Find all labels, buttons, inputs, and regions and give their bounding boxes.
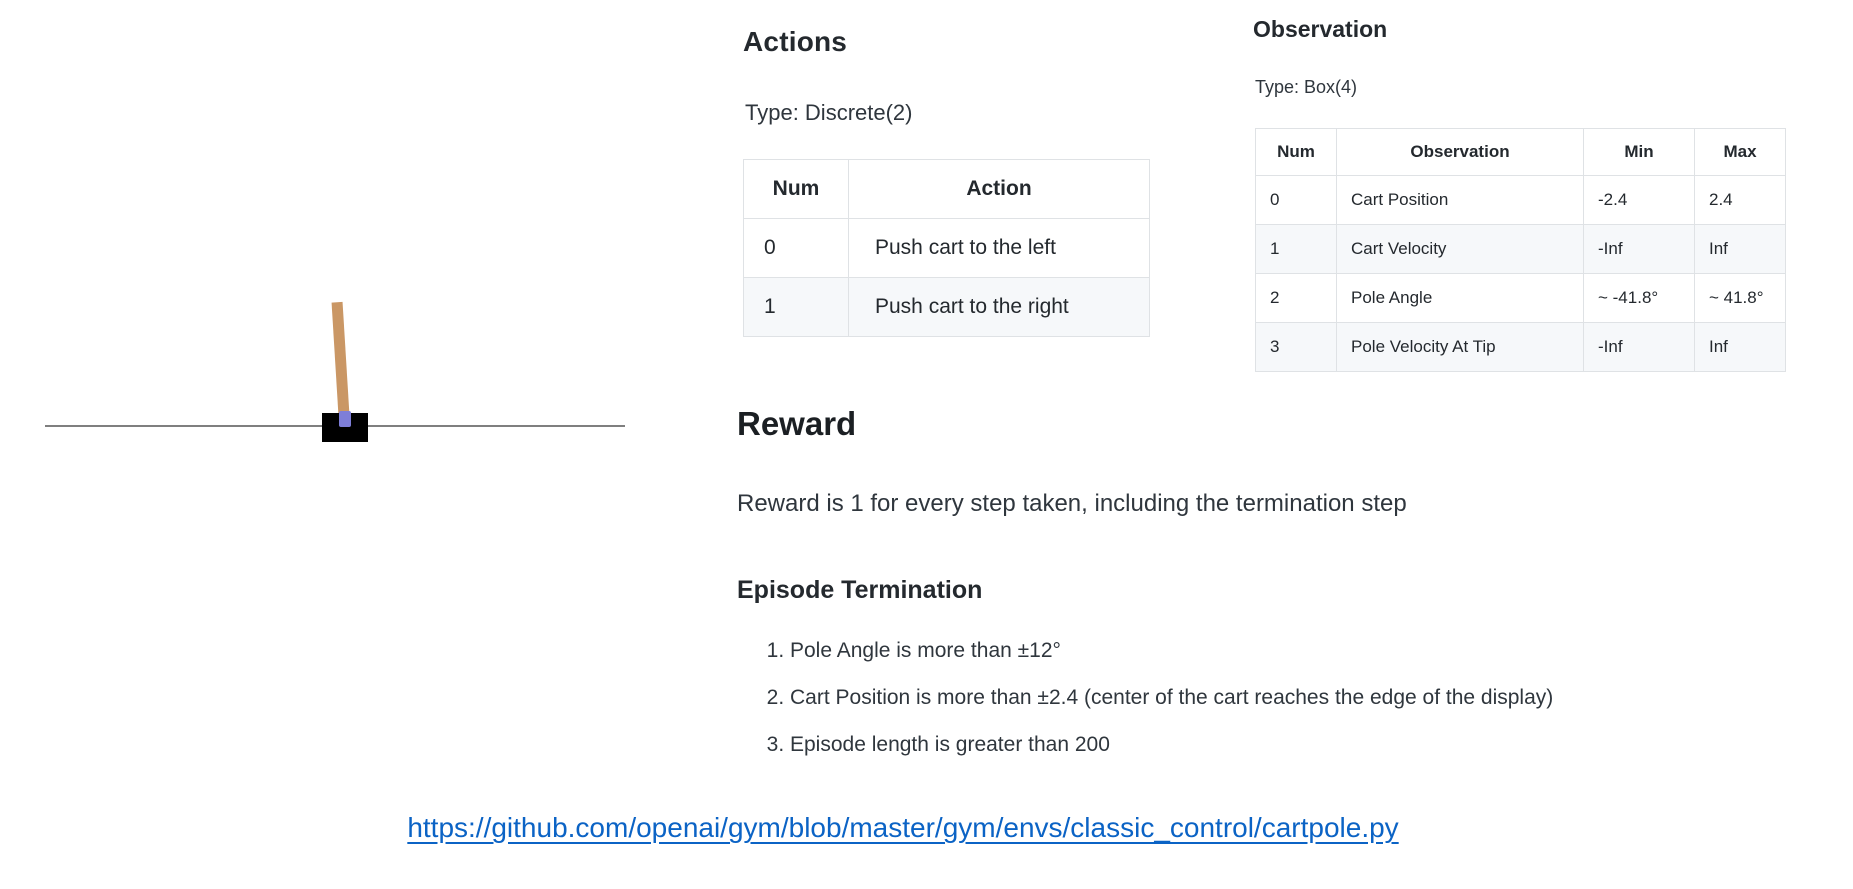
observation-cell-num: 2 xyxy=(1255,273,1337,323)
observation-cell-num: 1 xyxy=(1255,224,1337,274)
actions-header-action: Action xyxy=(848,159,1150,219)
reward-text: Reward is 1 for every step taken, includ… xyxy=(737,490,1407,517)
observation-cell-name: Cart Position xyxy=(1336,175,1584,225)
observation-cell-max: Inf xyxy=(1694,224,1786,274)
observation-type-label: Type: Box(4) xyxy=(1255,77,1358,97)
observation-cell-name: Pole Velocity At Tip xyxy=(1336,322,1584,372)
observation-cell-max: Inf xyxy=(1694,322,1786,372)
actions-table-row: 0 Push cart to the left xyxy=(743,218,1150,278)
observation-header-observation: Observation xyxy=(1336,128,1584,176)
episode-termination-list: Pole Angle is more than ±12° Cart Positi… xyxy=(748,636,1553,777)
github-source-link[interactable]: https://github.com/openai/gym/blob/maste… xyxy=(407,812,1399,843)
actions-cell-action: Push cart to the left xyxy=(848,218,1150,278)
observation-cell-min: -2.4 xyxy=(1583,175,1695,225)
observation-cell-max: 2.4 xyxy=(1694,175,1786,225)
observation-cell-min: -Inf xyxy=(1583,322,1695,372)
cartpole-pole xyxy=(331,301,350,425)
observation-table-row: 2 Pole Angle ~ -41.8° ~ 41.8° xyxy=(1255,273,1786,323)
observation-table: Num Observation Min Max 0 Cart Position … xyxy=(1255,128,1786,372)
observation-heading: Observation xyxy=(1253,16,1388,42)
observation-table-header-row: Num Observation Min Max xyxy=(1255,128,1786,176)
actions-cell-num: 1 xyxy=(743,277,849,337)
actions-table-header-row: Num Action xyxy=(743,159,1150,219)
source-link-container: https://github.com/openai/gym/blob/maste… xyxy=(0,812,1806,844)
observation-table-row: 1 Cart Velocity -Inf Inf xyxy=(1255,224,1786,274)
reward-heading: Reward xyxy=(737,405,857,442)
actions-type-label: Type: Discrete(2) xyxy=(745,100,913,125)
termination-item: Episode length is greater than 200 xyxy=(790,730,1553,760)
observation-cell-min: ~ -41.8° xyxy=(1583,273,1695,323)
observation-table-row: 0 Cart Position -2.4 2.4 xyxy=(1255,175,1786,225)
observation-header-num: Num xyxy=(1255,128,1337,176)
observation-cell-num: 0 xyxy=(1255,175,1337,225)
observation-header-max: Max xyxy=(1694,128,1786,176)
observation-cell-max: ~ 41.8° xyxy=(1694,273,1786,323)
actions-header-num: Num xyxy=(743,159,849,219)
observation-cell-name: Cart Velocity xyxy=(1336,224,1584,274)
observation-cell-num: 3 xyxy=(1255,322,1337,372)
observation-header-min: Min xyxy=(1583,128,1695,176)
observation-table-row: 3 Pole Velocity At Tip -Inf Inf xyxy=(1255,322,1786,372)
cartpole-axle xyxy=(339,411,351,427)
actions-table-row: 1 Push cart to the right xyxy=(743,277,1150,337)
actions-cell-action: Push cart to the right xyxy=(848,277,1150,337)
termination-item: Pole Angle is more than ±12° xyxy=(790,636,1553,666)
episode-termination-heading: Episode Termination xyxy=(737,576,983,604)
actions-cell-num: 0 xyxy=(743,218,849,278)
termination-item: Cart Position is more than ±2.4 (center … xyxy=(790,683,1553,713)
observation-cell-name: Pole Angle xyxy=(1336,273,1584,323)
actions-heading: Actions xyxy=(743,26,848,57)
actions-table: Num Action 0 Push cart to the left 1 Pus… xyxy=(743,159,1150,337)
observation-cell-min: -Inf xyxy=(1583,224,1695,274)
